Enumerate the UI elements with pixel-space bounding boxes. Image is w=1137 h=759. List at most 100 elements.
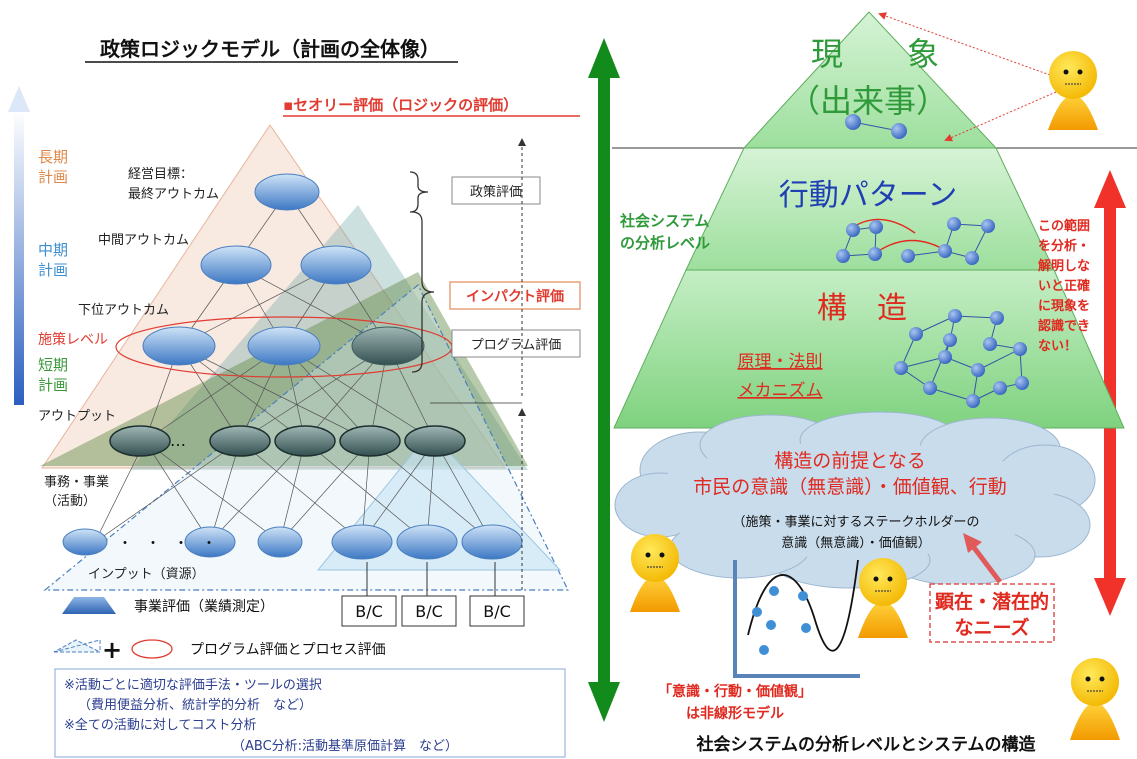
long-term-label-2: 計画 bbox=[38, 168, 68, 186]
output-node bbox=[274, 425, 336, 457]
final-outcome-node bbox=[254, 173, 320, 211]
input-label: インプット（資源） bbox=[88, 567, 205, 582]
output-label: アウトプット bbox=[38, 409, 116, 424]
lower-outcome-node bbox=[142, 326, 216, 366]
output-ellipsis: … bbox=[170, 431, 186, 450]
node-ball bbox=[938, 350, 952, 364]
mechanism-label: メカニズム bbox=[738, 381, 823, 401]
node-ball bbox=[836, 249, 850, 263]
program-eval-box bbox=[451, 329, 581, 358]
social-level-label-2: の分析レベル bbox=[620, 234, 710, 252]
lower-outcome-node bbox=[247, 326, 321, 366]
legend-program-label: プログラム評価とプロセス評価 bbox=[190, 642, 386, 658]
smiley-person-icon bbox=[630, 534, 680, 612]
brace-impact bbox=[411, 211, 435, 373]
note-line-2: （費用便益分析、統計学的分析 など） bbox=[78, 697, 312, 713]
impact-eval-label: インパクト評価 bbox=[466, 288, 564, 305]
svg-text:いと正確: いと正確 bbox=[1038, 278, 1090, 294]
svg-text:認識でき: 認識でき bbox=[1038, 318, 1090, 334]
mid-term-label-1: 中期 bbox=[38, 241, 68, 259]
principle-label: 原理・法則 bbox=[738, 352, 823, 372]
input-node bbox=[62, 528, 108, 556]
node-ball bbox=[965, 251, 979, 265]
bc-box bbox=[341, 595, 397, 627]
node-ball bbox=[983, 337, 997, 351]
pyramid-top bbox=[742, 11, 998, 149]
final-outcome-label-2: 最終アウトカム bbox=[128, 186, 219, 202]
input-node bbox=[184, 526, 236, 558]
term-arrow bbox=[8, 86, 30, 405]
mid-outcome-label: 中間アウトカム bbox=[98, 233, 189, 248]
nonlinear-label-1: 「意識・行動・価値観」 bbox=[658, 683, 812, 700]
green-double-arrow bbox=[588, 38, 620, 722]
node-ball bbox=[966, 394, 980, 408]
node-ball bbox=[845, 114, 861, 130]
long-term-triangle bbox=[41, 124, 506, 469]
input-node bbox=[396, 524, 458, 560]
output-node bbox=[339, 425, 401, 457]
needs-label-2: なニーズ bbox=[954, 616, 1029, 639]
node-ball bbox=[971, 363, 985, 377]
right-caption: 社会システムの分析レベルとシステムの構造 bbox=[696, 734, 1037, 755]
lower-outcome-node bbox=[351, 326, 425, 366]
policy-level-label: 施策レベル bbox=[38, 331, 108, 348]
long-term-label-1: 長期 bbox=[38, 148, 68, 166]
svg-text:この範囲: この範囲 bbox=[1038, 218, 1090, 234]
node-ball bbox=[938, 244, 952, 258]
red-ellipse-legend-icon bbox=[131, 639, 173, 659]
svg-text:解明しな: 解明しな bbox=[1037, 258, 1090, 274]
note-line-3: ※全ての活動に対してコスト分析 bbox=[64, 717, 257, 733]
brace-policy bbox=[409, 171, 429, 213]
business-eval-trapezoid-icon bbox=[62, 597, 116, 614]
nonlinear-label-2: は非線形モデル bbox=[686, 705, 784, 722]
legend-plus: + bbox=[102, 636, 122, 664]
cloud-sub-1: （施策・事業に対するステークホルダーの bbox=[732, 514, 979, 530]
short-term-label-1: 短期 bbox=[38, 356, 68, 374]
smiley-person-icon bbox=[1070, 658, 1120, 740]
node-ball bbox=[1013, 342, 1027, 356]
svg-text:に現象を: に現象を bbox=[1038, 298, 1090, 314]
node-ball bbox=[943, 333, 957, 347]
node-ball bbox=[923, 381, 937, 395]
output-node bbox=[109, 425, 171, 457]
output-node bbox=[209, 425, 271, 457]
mid-outcome-node bbox=[300, 245, 372, 285]
input-dots: ・ ・ ・ ・ bbox=[118, 536, 216, 552]
cloud-title-2: 市民の意識（無意識）・価値観、行動 bbox=[693, 476, 1007, 498]
node-ball bbox=[868, 247, 882, 261]
node-ball bbox=[993, 381, 1007, 395]
outcome-nodes bbox=[142, 173, 425, 366]
behavior-label: 行動パターン bbox=[779, 178, 958, 213]
note-box bbox=[54, 668, 566, 758]
node-ball bbox=[990, 311, 1004, 325]
short-term-label-2: 計画 bbox=[38, 376, 68, 394]
mid-term-triangle bbox=[130, 205, 528, 470]
legend-business-label: 事業評価（業績測定） bbox=[134, 599, 274, 615]
bc-box bbox=[469, 595, 525, 627]
node-ball bbox=[894, 361, 908, 375]
node-ball bbox=[947, 217, 961, 231]
smiley-person-icon bbox=[1048, 51, 1098, 130]
node-ball bbox=[1015, 376, 1029, 390]
svg-text:ない！: ない！ bbox=[1038, 339, 1077, 354]
impact-eval-box bbox=[449, 281, 581, 310]
cloud-sub-2: 意識（無意識）・価値観） bbox=[781, 535, 931, 551]
final-outcome-label-1: 経営目標： bbox=[128, 167, 193, 182]
structure-label: 構 造 bbox=[817, 291, 907, 326]
node-ball bbox=[909, 327, 923, 341]
left-panel: 政策ロジックモデル（計画の全体像） ▪セオリー評価（ロジックの評価） 長期 計画… bbox=[8, 37, 581, 758]
theory-eval-label: ▪セオリー評価（ロジックの評価） bbox=[283, 96, 518, 114]
phenomenon-label: 現 象 bbox=[811, 35, 939, 73]
output-node bbox=[404, 425, 466, 457]
node-ball bbox=[948, 309, 962, 323]
red-double-arrow bbox=[1094, 170, 1126, 616]
activities-label-1: 事務・事業 bbox=[44, 474, 109, 490]
activities-label-2: （活動） bbox=[44, 494, 96, 509]
social-level-label-1: 社会システム bbox=[619, 212, 710, 230]
cloud-title-1: 構造の前提となる bbox=[774, 450, 925, 472]
event-label: （出来事） bbox=[788, 82, 948, 120]
output-nodes bbox=[109, 425, 466, 457]
side-note: この範囲 を分析・ 解明しな いと正確 に現象を 認識でき ない！ bbox=[1037, 218, 1090, 354]
short-term-triangle bbox=[40, 272, 528, 466]
